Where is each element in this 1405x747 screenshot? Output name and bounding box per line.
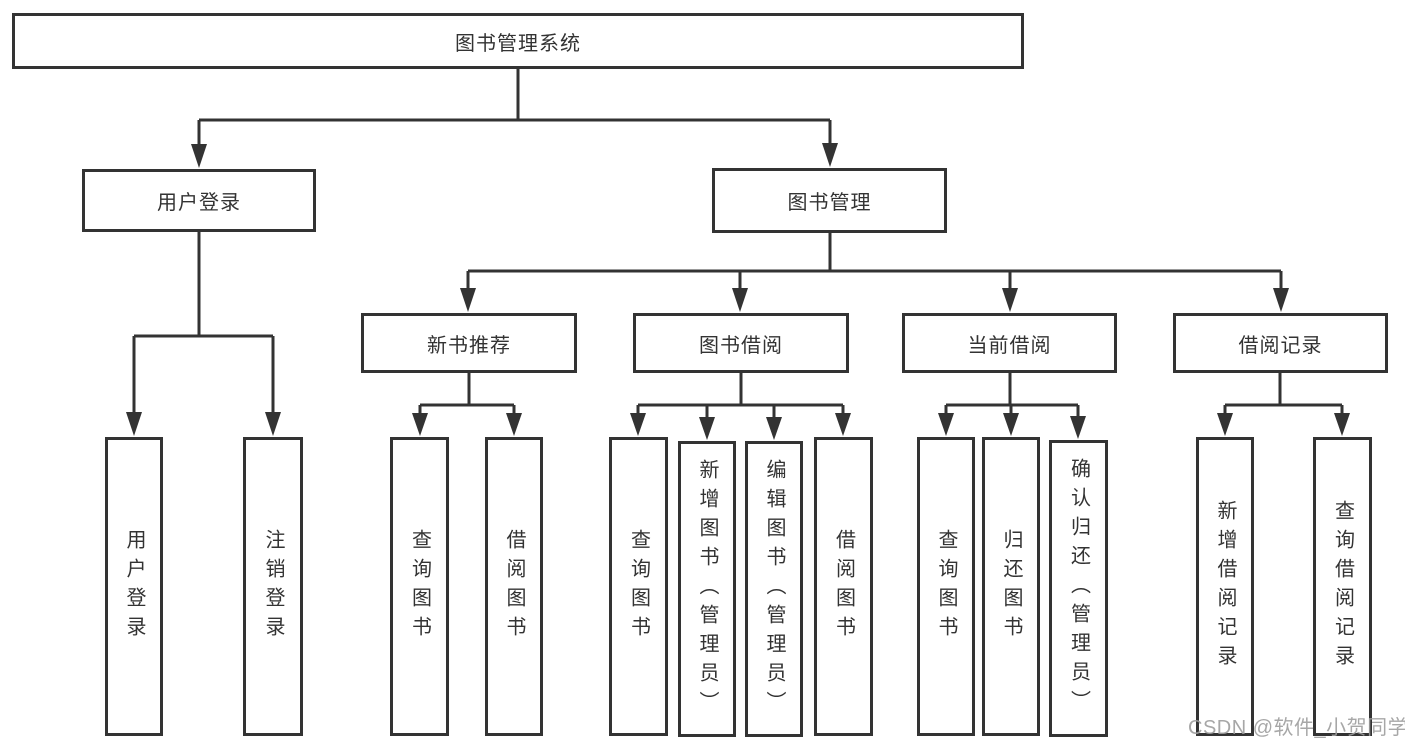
arrow-down-icon [460, 288, 476, 312]
leaf-return-books-label: 归还图书 [1000, 528, 1022, 645]
node-book-borrowing: 图书借阅 [633, 313, 849, 373]
arrow-down-icon [699, 417, 715, 440]
node-borrowing-records-label: 借阅记录 [1238, 334, 1323, 357]
leaf-confirm-return-admin-label: 确认归还（管理员） [1067, 458, 1090, 719]
leaf-edit-books-admin: 编辑图书（管理员） [745, 441, 803, 737]
node-book-management-label: 图书管理 [787, 192, 872, 214]
connector-user-login [126, 232, 281, 436]
node-root-label: 图书管理系统 [455, 32, 581, 55]
node-new-book-recommend: 新书推荐 [361, 313, 577, 373]
node-borrowing-records: 借阅记录 [1173, 313, 1388, 373]
leaf-query-books-borrowing-label: 查询图书 [627, 528, 650, 645]
node-current-borrowing-label: 当前借阅 [967, 334, 1052, 357]
connector-root [191, 69, 838, 168]
leaf-add-borrow-record-label: 新增借阅记录 [1214, 499, 1236, 674]
leaf-borrow-books-borrowing: 借阅图书 [814, 437, 873, 736]
leaf-query-books-borrowing: 查询图书 [609, 437, 668, 736]
leaf-edit-books-admin-label: 编辑图书（管理员） [763, 458, 785, 720]
leaf-borrow-books-recommend: 借阅图书 [485, 437, 543, 736]
leaf-borrow-books-borrowing-label: 借阅图书 [832, 528, 855, 645]
arrow-down-icon [732, 288, 748, 312]
leaf-borrow-books-recommend-label: 借阅图书 [503, 528, 525, 645]
connector-book-borrowing [630, 373, 851, 440]
leaf-user-login: 用户登录 [105, 437, 163, 736]
node-user-login-label: 用户登录 [157, 192, 241, 214]
connector-new-book-recommend [412, 373, 522, 436]
leaf-query-borrow-record: 查询借阅记录 [1313, 437, 1372, 736]
leaf-query-books-recommend-label: 查询图书 [408, 528, 431, 645]
node-new-book-recommend-label: 新书推荐 [427, 334, 511, 357]
node-book-management: 图书管理 [712, 168, 947, 233]
leaf-query-books-current-label: 查询图书 [935, 528, 957, 645]
node-root: 图书管理系统 [12, 13, 1024, 69]
leaf-add-books-admin-label: 新增图书（管理员） [696, 458, 718, 720]
arrow-down-icon [1002, 288, 1018, 312]
leaf-confirm-return-admin: 确认归还（管理员） [1049, 440, 1108, 737]
arrow-down-icon [191, 144, 207, 168]
leaf-query-books-recommend: 查询图书 [390, 437, 449, 736]
arrow-down-icon [126, 412, 142, 436]
arrow-down-icon [1273, 288, 1289, 312]
arrow-down-icon [766, 417, 782, 440]
leaf-add-borrow-record: 新增借阅记录 [1196, 437, 1254, 736]
arrow-down-icon [1070, 416, 1086, 439]
arrow-down-icon [835, 413, 851, 436]
arrow-down-icon [938, 413, 954, 436]
leaf-return-books: 归还图书 [982, 437, 1040, 736]
node-book-borrowing-label: 图书借阅 [699, 334, 783, 357]
leaf-user-login-label: 用户登录 [123, 528, 145, 645]
arrow-down-icon [1217, 413, 1233, 436]
arrow-down-icon [1334, 413, 1350, 436]
connector-borrowing-records [1217, 373, 1350, 436]
connector-current-borrowing [938, 373, 1086, 439]
leaf-query-books-current: 查询图书 [917, 437, 975, 736]
leaf-query-borrow-record-label: 查询借阅记录 [1331, 499, 1354, 674]
arrow-down-icon [822, 143, 838, 167]
connector-book-management [460, 233, 1289, 312]
arrow-down-icon [1003, 413, 1019, 436]
node-user-login: 用户登录 [82, 169, 316, 232]
arrow-down-icon [506, 413, 522, 436]
leaf-logout: 注销登录 [243, 437, 303, 736]
watermark: CSDN @软件_小贺同学 [1188, 717, 1405, 739]
arrow-down-icon [265, 412, 281, 436]
leaf-logout-label: 注销登录 [262, 528, 284, 645]
leaf-add-books-admin: 新增图书（管理员） [678, 441, 736, 737]
node-current-borrowing: 当前借阅 [902, 313, 1117, 373]
arrow-down-icon [630, 413, 646, 436]
arrow-down-icon [412, 413, 428, 436]
